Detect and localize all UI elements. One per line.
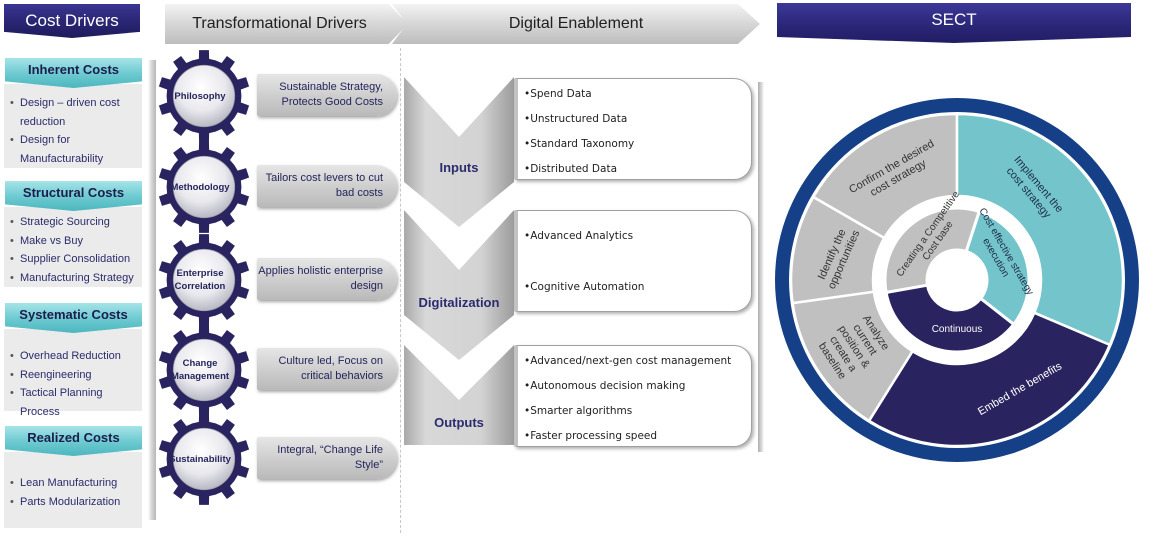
list-item: Strategic Sourcing: [8, 213, 138, 232]
list-item: Make vs Buy: [8, 232, 138, 251]
list-item: Tactical Planning Process: [8, 384, 138, 421]
dashed-divider: [400, 48, 401, 533]
gear-description: Culture led, Focus on critical behaviors: [257, 348, 397, 390]
category-title: Systematic Costs: [5, 303, 142, 333]
outputs-chevron-icon: [404, 345, 514, 445]
category-realized-costs: Realized Costs Lean Manufacturing Parts …: [4, 426, 142, 528]
gear-hub: [172, 64, 236, 128]
gear-description: Integral, “Change Life Style”: [257, 437, 397, 479]
gear-hub: [172, 338, 236, 402]
list-item: Supplier Consolidation: [8, 250, 138, 269]
gear-row-sustainability: Sustainability Integral, “Change Life St…: [152, 411, 402, 506]
gear-hub: [172, 248, 236, 312]
list-item: Parts Modularization: [8, 493, 138, 512]
gear-row-philosophy: Philosophy Sustainable Strategy, Protect…: [152, 48, 402, 143]
column-separator: [758, 82, 764, 452]
wheel-center: [927, 250, 987, 310]
digitalization-box: Advanced Analytics Cognitive Automation: [514, 210, 752, 312]
gear-row-change-management: Change Management Culture led, Focus on …: [152, 322, 402, 417]
list-item: Design – driven cost reduction: [8, 94, 138, 131]
category-systematic-costs: Systematic Costs Overhead Reduction Reen…: [4, 303, 142, 418]
digitalization-chevron-icon: [404, 210, 514, 360]
sect-header: SECT: [777, 3, 1131, 43]
category-structural-costs: Structural Costs Strategic Sourcing Make…: [4, 181, 142, 287]
list-item: Design for Manufacturability: [8, 131, 138, 168]
list-item: Advanced/next-gen cost management: [524, 352, 751, 377]
gear-label: Sustainability: [169, 453, 231, 465]
category-list: Design – driven cost reduction Design fo…: [4, 84, 142, 168]
category-list: Overhead Reduction Reengineering Tactica…: [4, 329, 142, 418]
gear-hub: [172, 155, 236, 219]
list-item: Autonomous decision making: [524, 377, 751, 402]
category-inherent-costs: Inherent Costs Design – driven cost redu…: [4, 58, 142, 168]
gear-label: Enterprise Correlation: [174, 268, 226, 292]
gear-description: Applies holistic enterprise design: [257, 258, 397, 300]
category-list: Strategic Sourcing Make vs Buy Supplier …: [4, 207, 142, 287]
list-item: Manufacturing Strategy: [8, 269, 138, 288]
gear-icon: [156, 322, 252, 418]
gear-description: Sustainable Strategy, Protects Good Cost…: [257, 74, 397, 116]
category-list: Lean Manufacturing Parts Modularization: [4, 452, 142, 528]
gear-label: Philosophy: [174, 90, 226, 102]
category-title: Structural Costs: [5, 181, 142, 211]
list-item: Unstructured Data: [524, 110, 751, 135]
gear-label: Change Management: [170, 358, 230, 382]
list-item: Standard Taxonomy: [524, 135, 751, 160]
gear-icon: [156, 48, 252, 144]
step-label-digitalization: Digitalization: [418, 295, 500, 310]
gear-icon: [156, 232, 252, 328]
list-item: Cognitive Automation: [524, 278, 751, 303]
outputs-box: Advanced/next-gen cost management Autono…: [514, 345, 752, 447]
list-item: Reengineering: [8, 366, 138, 385]
gear-row-methodology: Methodology Tailors cost levers to cut b…: [152, 139, 402, 234]
gear-label: Methodology: [170, 181, 230, 193]
list-item: Overhead Reduction: [8, 347, 138, 366]
inputs-box: Spend Data Unstructured Data Standard Ta…: [514, 78, 752, 180]
gear-row-enterprise-correlation: Enterprise Correlation Applies holistic …: [152, 232, 402, 327]
step-label-inputs: Inputs: [439, 160, 479, 175]
step-label-outputs: Outputs: [434, 415, 484, 430]
list-item: Faster processing speed: [524, 427, 751, 452]
gear-hub: [172, 427, 236, 491]
category-title: Realized Costs: [5, 426, 142, 456]
gear-icon: [156, 139, 252, 235]
list-item: Lean Manufacturing: [8, 474, 138, 493]
transformational-drivers-header: Transformational Drivers: [165, 4, 408, 44]
inner-segment-label: Continuous: [932, 324, 983, 335]
category-title: Inherent Costs: [5, 58, 142, 88]
list-item: Advanced Analytics: [524, 227, 751, 278]
list-item: Smarter algorithms: [524, 402, 751, 427]
list-item: Spend Data: [524, 85, 751, 110]
cost-drivers-header: Cost Drivers: [4, 4, 140, 38]
column-separator: [148, 60, 156, 520]
inputs-chevron-icon: [404, 77, 514, 227]
list-item: Distributed Data: [524, 160, 751, 185]
gear-icon: [156, 411, 252, 507]
gear-description: Tailors cost levers to cut bad costs: [257, 165, 397, 207]
digital-enablement-header: Digital Enablement: [392, 4, 760, 44]
